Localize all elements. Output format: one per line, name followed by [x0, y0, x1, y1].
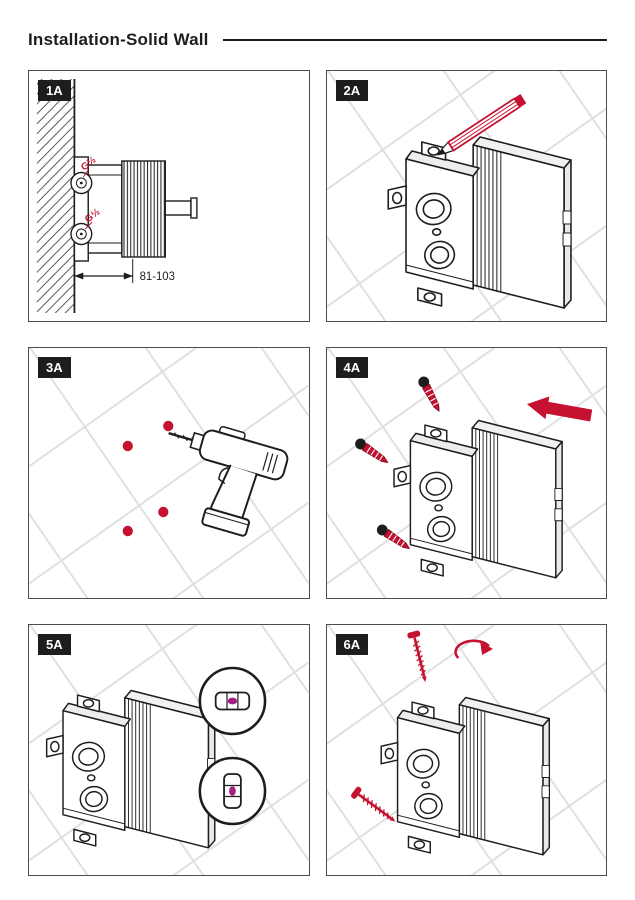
step-badge-5a: 5A [38, 634, 71, 655]
drill-mark-dot [158, 506, 169, 518]
drill-mark-dot [122, 525, 133, 537]
step-panel-1a: 1A G½ [28, 70, 310, 322]
step-3a-illustration [29, 348, 309, 598]
title-rule [222, 39, 607, 41]
spirit-level-callout-vertical [198, 756, 267, 826]
step-badge-6a: 6A [335, 634, 369, 655]
step-badge-4a: 4A [335, 357, 369, 378]
page-title: Installation-Solid Wall [28, 30, 209, 49]
steps-grid: 1A G½ [0, 50, 635, 876]
dimension-label: 81-103 [140, 271, 175, 283]
step-panel-2a: 2A [325, 70, 607, 322]
step-panel-5a: 5A [28, 624, 310, 876]
turn-arrow-icon [453, 639, 493, 659]
step-panel-4a: 4A [325, 347, 607, 599]
step-4a-illustration [326, 348, 606, 598]
drill-mark-dot [122, 440, 133, 452]
drill-marks [122, 420, 174, 537]
drill-mark-dot [163, 420, 174, 432]
step-badge-1a: 1A [38, 80, 71, 101]
step-panel-3a: 3A [28, 347, 310, 599]
step-5a-illustration [29, 625, 309, 875]
step-6a-illustration [326, 625, 606, 875]
dimension-annotation: 81-103 [74, 259, 175, 283]
spirit-level-icon [223, 773, 242, 809]
thread-leader-bottom [84, 221, 93, 230]
valve-side-view [70, 156, 198, 262]
dimension-arrowhead-right [123, 272, 133, 280]
thread-leader-top [82, 169, 89, 178]
push-arrow-icon [526, 396, 592, 422]
spirit-level-callout-horizontal [198, 666, 267, 736]
step-2a-illustration [326, 71, 606, 321]
step-panel-6a: 6A [325, 624, 607, 876]
step-badge-3a: 3A [38, 357, 71, 378]
step-1a-illustration: G½ G½ 81-103 [36, 79, 198, 313]
spirit-level-icon [214, 691, 251, 711]
page-header: Installation-Solid Wall [0, 0, 635, 50]
dimension-arrowhead-left [74, 272, 84, 280]
step-badge-2a: 2A [335, 80, 369, 101]
wall-hatching [36, 79, 75, 313]
